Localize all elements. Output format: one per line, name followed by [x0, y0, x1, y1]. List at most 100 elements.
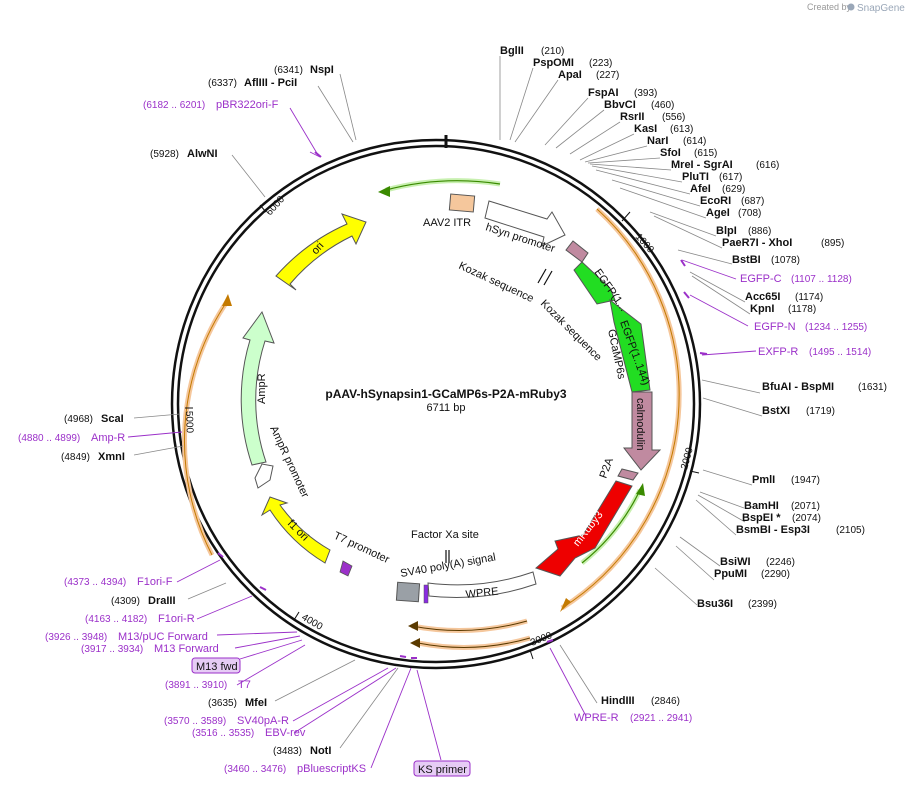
site-ecori-name[interactable]: EcoRI	[700, 195, 731, 207]
primer-f1ori-f-name[interactable]: F1ori-F	[137, 576, 173, 588]
site-mfei-name[interactable]: MfeI	[245, 697, 267, 709]
primer-f1ori-r-range: (4163 .. 4182)	[85, 614, 147, 625]
site-pluti-name[interactable]: PluTI	[682, 171, 709, 183]
site-ppumi-name[interactable]: PpuMI	[714, 568, 747, 580]
site-nari-name[interactable]: NarI	[647, 135, 668, 147]
calmodulin-feature[interactable]	[622, 391, 662, 471]
site-blpi-name[interactable]: BlpI	[716, 225, 737, 237]
p2a-feature[interactable]	[617, 468, 639, 481]
primer-pbr322ori-name[interactable]: pBR322ori-F	[216, 99, 279, 111]
site-pmli-name[interactable]: PmlI	[752, 474, 775, 486]
primer-ebv-rev-name[interactable]: EBV-rev	[265, 727, 306, 739]
primer-f1ori-f-range: (4373 .. 4394)	[64, 577, 126, 588]
site-hindiii-name[interactable]: HindIII	[601, 695, 635, 707]
primer-sv40pa-r-name[interactable]: SV40pA-R	[237, 715, 289, 727]
orf-arc-2-line	[411, 620, 528, 631]
site-fspai-name[interactable]: FspAI	[588, 87, 619, 99]
site-bsiwi-name[interactable]: BsiWI	[720, 556, 751, 568]
site-bspei-name[interactable]: BspEI *	[742, 512, 781, 524]
green-arc-top-line	[385, 180, 501, 191]
site-bstxi-pos: (1719)	[806, 406, 835, 417]
scale-tick-1000	[621, 211, 631, 222]
site-afliii-name[interactable]: AflIII - PciI	[244, 77, 297, 89]
site-bfuai-name[interactable]: BfuAI - BspMI	[762, 381, 834, 393]
site-xmni-name[interactable]: XmnI	[98, 451, 125, 463]
site-fspai-pos: (393)	[634, 88, 657, 99]
ampr-feature[interactable]	[240, 310, 275, 466]
site-bstbi-pos: (1078)	[771, 255, 800, 266]
site-kpni-name[interactable]: KpnI	[750, 303, 774, 315]
site-mrei-name[interactable]: MreI - SgrAI	[671, 159, 733, 171]
site-sfoi-name[interactable]: SfoI	[660, 147, 681, 159]
site-nspi-name[interactable]: NspI	[310, 64, 334, 76]
primer-exfp-r-name[interactable]: EXFP-R	[758, 346, 798, 358]
egfp-fragment-1-feature[interactable]	[573, 261, 616, 305]
site-bglii-name[interactable]: BglII	[500, 45, 524, 57]
site-apai-name[interactable]: ApaI	[558, 69, 582, 81]
site-bfuai-pos: (1631)	[858, 382, 887, 393]
site-bsmbi-name[interactable]: BsmBI - Esp3I	[736, 524, 810, 536]
site-pspomi-name[interactable]: PspOMI	[533, 57, 574, 69]
site-bamhi-pos: (2071)	[791, 501, 820, 512]
f1-ori-feature[interactable]	[260, 496, 331, 564]
kozak-mark-1	[537, 268, 547, 284]
mruby3-feature[interactable]	[535, 480, 633, 577]
green-arc-right-line	[581, 489, 641, 564]
primers: (6182 .. 6201) pBR322ori-F EGFP-C (1107 …	[18, 99, 871, 777]
orf-arc-1-line	[561, 208, 680, 609]
primer-m13puc-name[interactable]: M13/pUC Forward	[118, 631, 208, 643]
orf-arc-3-head	[410, 638, 420, 648]
site-kasi-name[interactable]: KasI	[634, 123, 657, 135]
site-draiii-name[interactable]: DraIII	[148, 595, 176, 607]
site-scai-name[interactable]: ScaI	[101, 413, 124, 425]
primer-amp-r-range: (4880 .. 4899)	[18, 433, 80, 444]
site-agei-pos: (708)	[738, 208, 761, 219]
primer-pbluescriptks-name[interactable]: pBluescriptKS	[297, 763, 366, 775]
primer-t7-name[interactable]: T7	[238, 679, 251, 691]
site-agei-name[interactable]: AgeI	[706, 207, 730, 219]
primer-wpre-r-name[interactable]: WPRE-R	[574, 712, 619, 724]
site-blpi-pos: (886)	[748, 226, 771, 237]
site-afei-name[interactable]: AfeI	[690, 183, 711, 195]
primer-amp-r-name[interactable]: Amp-R	[91, 432, 125, 444]
egfp-fragment-2-feature[interactable]	[609, 298, 651, 393]
ampr-promoter-feature[interactable]	[254, 463, 274, 489]
green-arc-right-head	[636, 483, 645, 496]
brand-text: SnapGene	[857, 3, 905, 14]
primer-m13fwd-name[interactable]: M13 Forward	[154, 643, 219, 655]
site-xmni-pos: (4849)	[61, 452, 90, 463]
feature-label-ampr-promoter: AmpR promoter	[267, 424, 311, 500]
site-rsrii-name[interactable]: RsrII	[620, 111, 644, 123]
site-kasi-pos: (613)	[670, 124, 693, 135]
created-by-text: Created by	[807, 2, 852, 12]
factor-xa-feature[interactable]	[423, 584, 429, 604]
wpre-feature[interactable]	[427, 571, 537, 598]
primer-egfp-c-name[interactable]: EGFP-C	[740, 273, 782, 285]
ori-feature[interactable]	[275, 213, 367, 291]
hsyn-promoter-feature[interactable]	[484, 200, 566, 247]
site-bstxi-name[interactable]: BstXI	[762, 405, 790, 417]
sv40-polya-feature[interactable]	[395, 581, 421, 603]
site-alwni-name[interactable]: AlwNI	[187, 148, 218, 160]
gcamp6s-nterm-feature[interactable]	[565, 240, 589, 263]
orf-arc-1-head	[560, 598, 571, 612]
right-site-leaders	[499, 56, 763, 704]
site-bstbi-name[interactable]: BstBI	[732, 254, 761, 266]
site-ppumi-pos: (2290)	[761, 569, 790, 580]
backbone-outer	[170, 138, 702, 670]
t7-promoter-feature[interactable]	[339, 560, 353, 577]
ks-primer-box[interactable]	[413, 760, 471, 777]
site-ecori-pos: (687)	[741, 196, 764, 207]
primer-f1ori-r-name[interactable]: F1ori-R	[158, 613, 195, 625]
site-paer7i-name[interactable]: PaeR7I - XhoI	[722, 237, 792, 249]
site-bbvci-name[interactable]: BbvCI	[604, 99, 636, 111]
aav2-itr-feature[interactable]	[448, 193, 476, 213]
m13-fwd-box[interactable]	[191, 657, 241, 674]
site-bsu36i-name[interactable]: Bsu36I	[697, 598, 733, 610]
primer-egfp-n-name[interactable]: EGFP-N	[754, 321, 796, 333]
site-paer7i-pos: (895)	[821, 238, 844, 249]
site-noti-name[interactable]: NotI	[310, 745, 331, 757]
site-bamhi-name[interactable]: BamHI	[744, 500, 779, 512]
site-acc65i-name[interactable]: Acc65I	[745, 291, 780, 303]
primer-egfp-n-range: (1234 .. 1255)	[805, 322, 867, 333]
